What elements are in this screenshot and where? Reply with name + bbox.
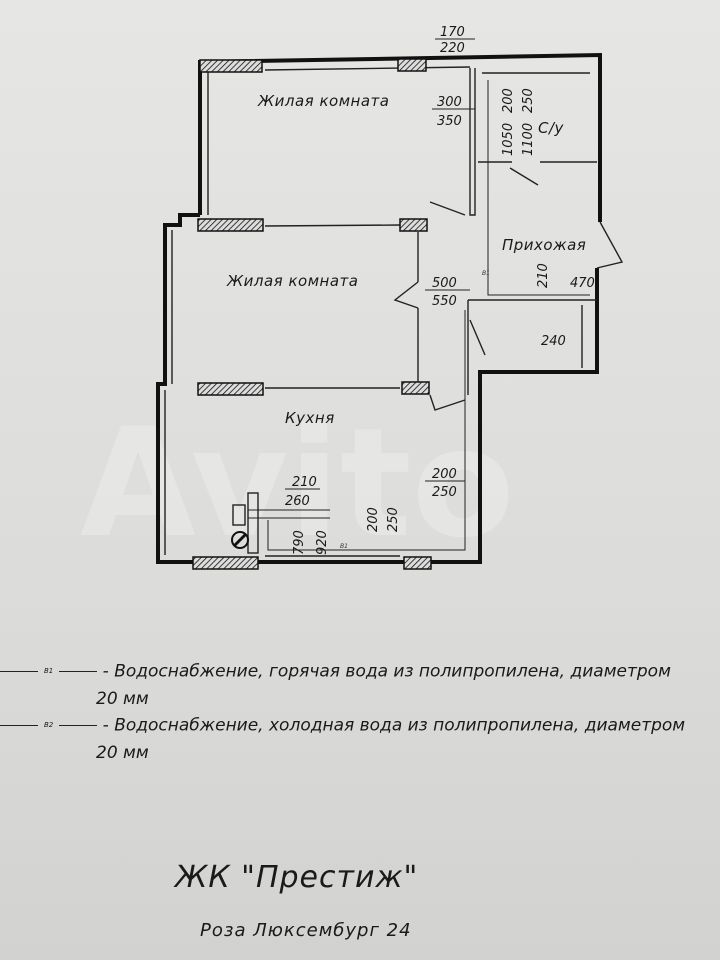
room-label-hallway: Прихожая bbox=[502, 236, 586, 254]
legend-item-b2: B2 - Водоснабжение, холодная вода из пол… bbox=[0, 712, 685, 767]
legend-code: B2 bbox=[44, 721, 54, 729]
pipes: B1 B1 bbox=[248, 80, 590, 551]
svg-text:170: 170 bbox=[440, 25, 465, 40]
room-label-bathroom: С/у bbox=[538, 119, 565, 137]
svg-text:240: 240 bbox=[541, 334, 566, 349]
svg-text:550: 550 bbox=[432, 294, 457, 309]
legend-line bbox=[0, 671, 38, 672]
svg-text:250: 250 bbox=[386, 507, 401, 532]
svg-text:210: 210 bbox=[536, 263, 551, 288]
svg-text:200: 200 bbox=[366, 507, 381, 532]
legend-line bbox=[0, 725, 38, 726]
svg-text:B1: B1 bbox=[340, 543, 348, 550]
svg-text:300: 300 bbox=[437, 95, 462, 110]
watermark: Avito bbox=[80, 397, 515, 571]
legend-item-b1: B1 - Водоснабжение, горячая вода из поли… bbox=[0, 658, 671, 713]
doors bbox=[393, 167, 624, 411]
room-label-living1: Жилая комната bbox=[257, 92, 389, 110]
room-label-living2: Жилая комната bbox=[226, 272, 358, 290]
room-label-kitchen: Кухня bbox=[285, 409, 335, 427]
svg-text:1100: 1100 bbox=[521, 123, 536, 156]
svg-text:250: 250 bbox=[521, 88, 536, 113]
svg-text:220: 220 bbox=[440, 41, 465, 56]
address: Роза Люксембург 24 bbox=[200, 920, 412, 941]
legend-code: B1 bbox=[44, 667, 54, 675]
svg-text:790: 790 bbox=[292, 530, 307, 555]
boiler-icon bbox=[231, 492, 259, 554]
legend-line bbox=[59, 671, 98, 672]
svg-text:260: 260 bbox=[285, 494, 310, 509]
dimensions: 170 220 300 350 200 250 1050 1100 500 55… bbox=[285, 25, 595, 555]
complex-title: ЖК "Престиж" bbox=[175, 860, 419, 895]
svg-text:470: 470 bbox=[570, 276, 595, 291]
svg-text:200: 200 bbox=[432, 467, 457, 482]
svg-text:200: 200 bbox=[501, 88, 516, 113]
legend-text: - Водоснабжение, холодная вода из полипр… bbox=[102, 715, 686, 736]
legend-text-cont: 20 мм bbox=[96, 688, 149, 709]
legend-text: - Водоснабжение, горячая вода из полипро… bbox=[102, 661, 671, 682]
legend-line bbox=[59, 725, 98, 726]
svg-text:1050: 1050 bbox=[501, 123, 516, 156]
svg-text:210: 210 bbox=[292, 475, 317, 490]
svg-text:500: 500 bbox=[432, 276, 457, 291]
svg-text:920: 920 bbox=[315, 530, 330, 555]
svg-text:350: 350 bbox=[437, 114, 462, 129]
legend-text-cont: 20 мм bbox=[96, 742, 149, 763]
interior-walls bbox=[417, 68, 597, 395]
columns bbox=[192, 58, 432, 570]
svg-text:B1: B1 bbox=[482, 270, 490, 277]
svg-text:250: 250 bbox=[432, 485, 457, 500]
